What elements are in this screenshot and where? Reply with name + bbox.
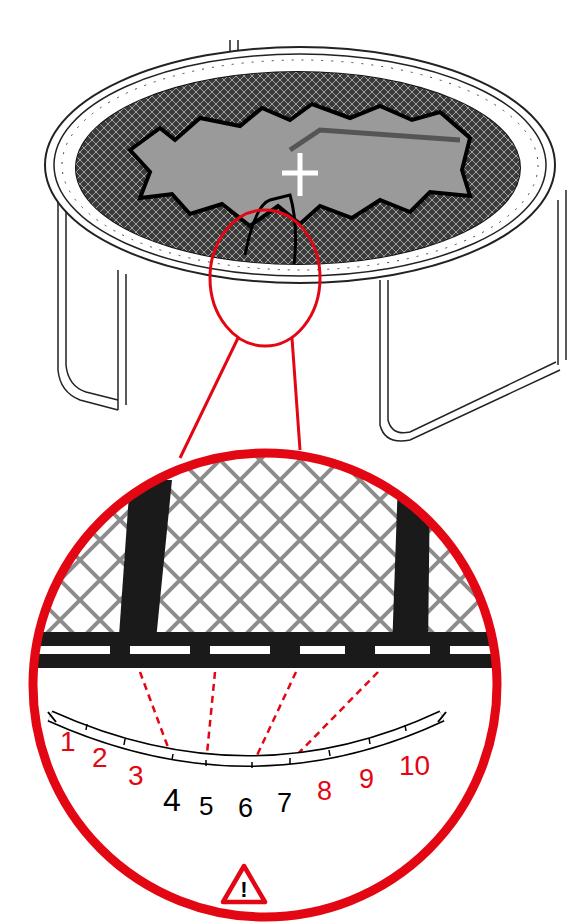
scale-number: 7 bbox=[277, 790, 292, 817]
warning-triangle: ! bbox=[220, 863, 268, 905]
scale-number: 6 bbox=[238, 795, 253, 822]
scale-number: 5 bbox=[199, 793, 213, 819]
scale-number: 3 bbox=[128, 762, 144, 790]
scale-number: 9 bbox=[359, 766, 374, 793]
scale-number: 4 bbox=[163, 784, 181, 816]
scale-number: 10 bbox=[399, 752, 430, 780]
scale-number: 8 bbox=[317, 778, 332, 805]
scale-number: 2 bbox=[92, 744, 108, 772]
warning-mark: ! bbox=[220, 863, 268, 901]
scale-number: 1 bbox=[60, 728, 76, 756]
